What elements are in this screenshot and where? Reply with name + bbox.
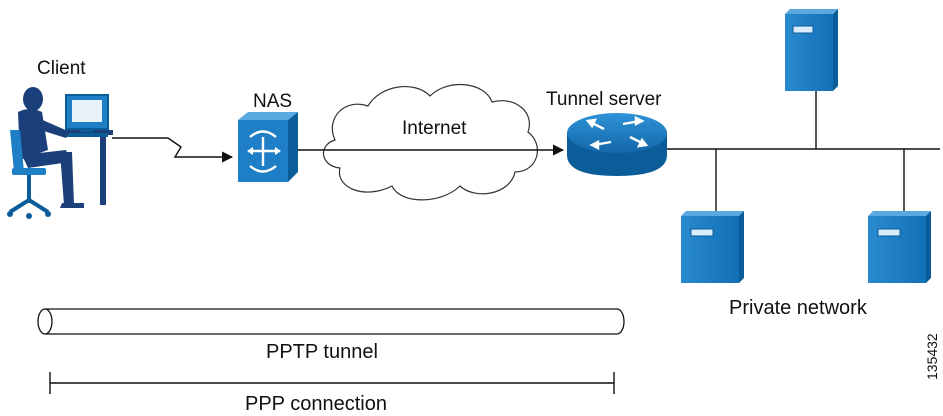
server-icon	[785, 9, 838, 91]
router-icon	[567, 113, 667, 176]
figure-id-label: 135432	[924, 333, 940, 380]
private-network-bus	[667, 91, 940, 212]
ppp-connection-label: PPP connection	[245, 393, 387, 415]
client-workstation-icon	[7, 87, 113, 219]
nas-icon	[238, 112, 298, 182]
server-icon	[681, 211, 744, 283]
internet-label: Internet	[402, 118, 467, 139]
client-label: Client	[37, 58, 86, 79]
ppp-connection-span	[49, 372, 615, 394]
tunnel-server-label: Tunnel server	[546, 89, 662, 110]
private-network-label: Private network	[729, 297, 867, 319]
internet-cloud-icon	[323, 83, 538, 201]
pptp-tunnel-pipe	[37, 308, 625, 335]
server-icon	[868, 211, 931, 283]
dialup-link-arrow	[112, 137, 234, 163]
pptp-tunnel-label: PPTP tunnel	[266, 341, 378, 363]
nas-label: NAS	[253, 91, 293, 112]
